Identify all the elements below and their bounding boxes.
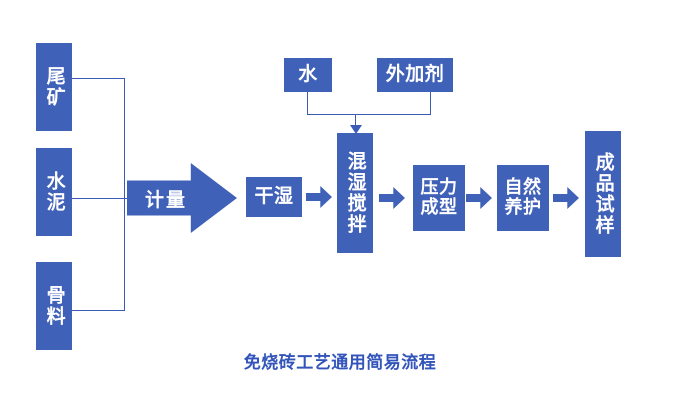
arrow-right-icon	[379, 187, 405, 209]
connector-cement	[72, 198, 125, 199]
arrow-down-icon	[350, 125, 362, 134]
node-cement[interactable]: 水泥	[36, 148, 72, 236]
node-aggregate[interactable]: 骨料	[36, 262, 72, 350]
connector-tailings	[72, 78, 125, 79]
connector-left-bus	[124, 78, 125, 311]
arrow-right-icon	[553, 187, 579, 209]
arrow-right-icon	[306, 186, 332, 208]
node-drywet[interactable]: 干湿	[246, 177, 302, 217]
node-product[interactable]: 成品试样	[585, 131, 621, 257]
node-curing[interactable]: 自然 养护	[497, 165, 549, 231]
diagram-caption: 免烧砖工艺通用简易流程	[243, 353, 437, 373]
connector-top-bus	[307, 114, 431, 115]
node-metering-label: 计量	[144, 188, 187, 211]
connector-top-to-mixing	[355, 114, 356, 127]
node-admixture[interactable]: 外加剂	[377, 58, 453, 92]
connector-aggregate	[72, 310, 125, 311]
connector-admixture-drop	[430, 92, 431, 115]
arrow-right-icon	[466, 187, 492, 209]
node-tailings[interactable]: 尾矿	[36, 43, 72, 131]
node-pressing[interactable]: 压力 成型	[413, 165, 465, 231]
connector-water-drop	[307, 92, 308, 115]
node-water[interactable]: 水	[284, 58, 332, 92]
node-mixing[interactable]: 混湿搅拌	[337, 133, 373, 253]
